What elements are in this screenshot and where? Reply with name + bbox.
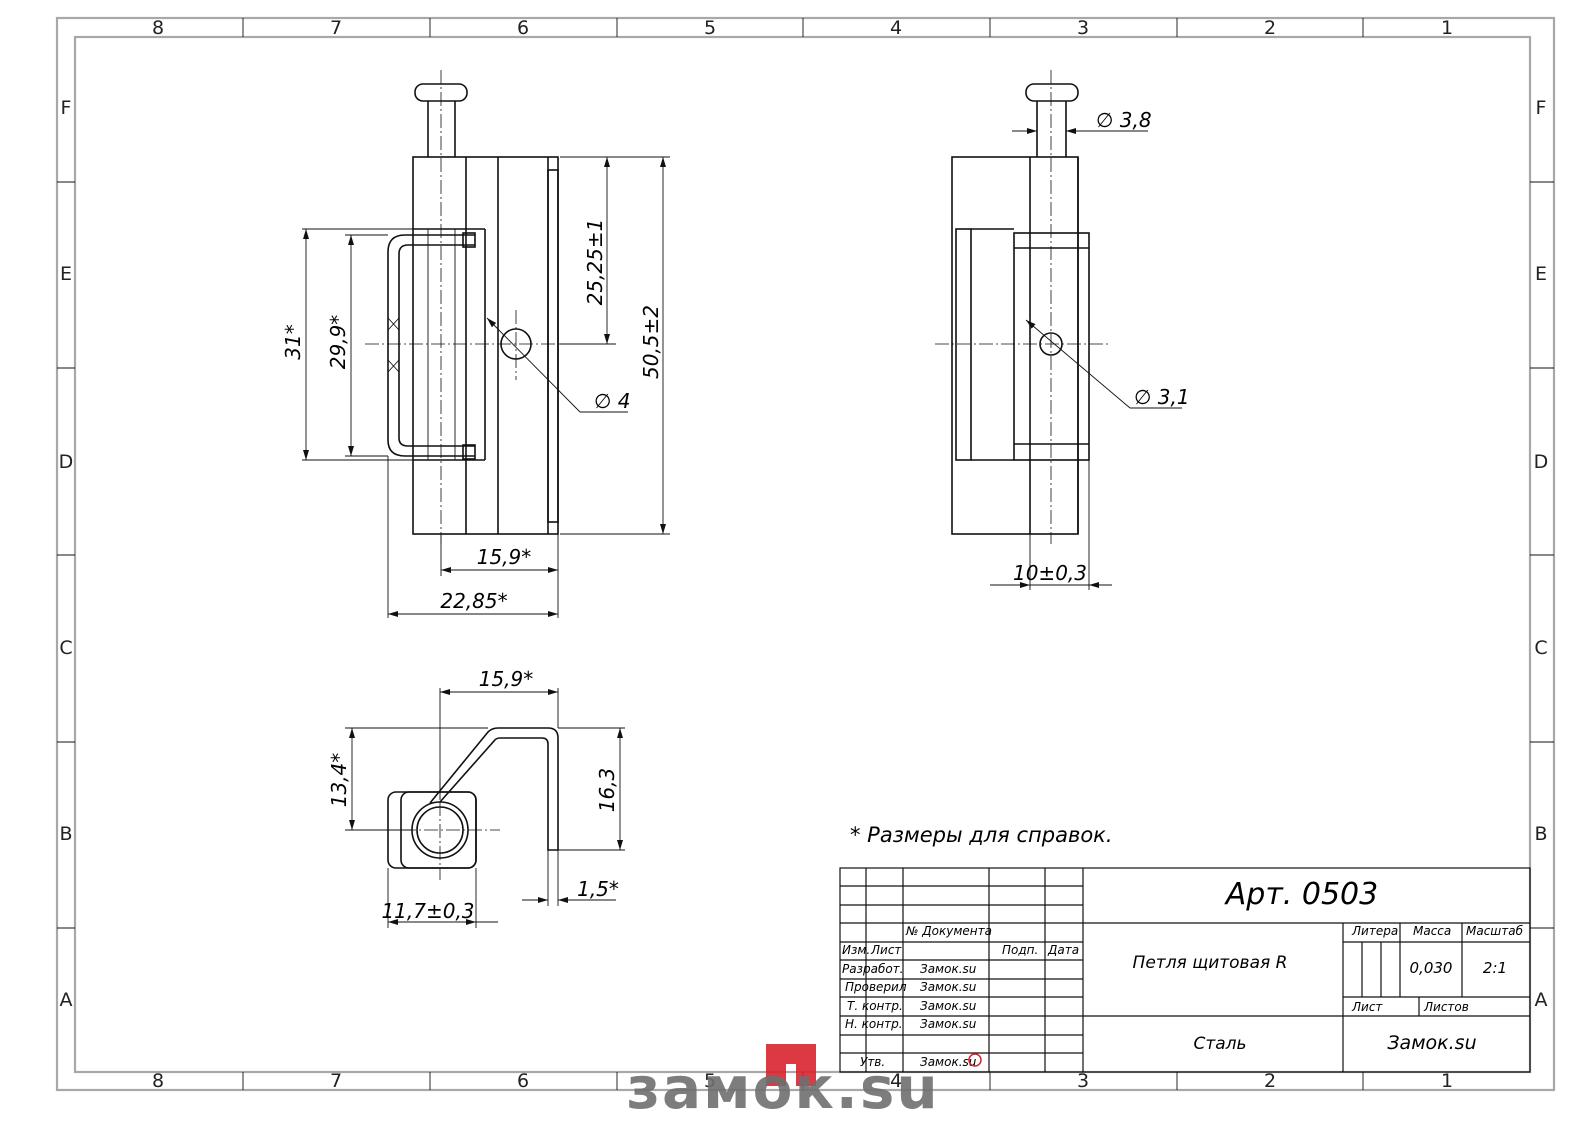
row-labels-left: F E D C B A: [59, 97, 74, 1011]
dim-top-15-9: 15,9*: [479, 667, 534, 691]
row-labels-right: F E D C B A: [1534, 97, 1549, 1011]
sheet-label: Лист: [1351, 1000, 1383, 1014]
signature-name: Замок.su: [920, 1017, 977, 1031]
signature-name: Замок.su: [920, 980, 977, 994]
scale-value: 2:1: [1483, 959, 1507, 977]
dim-11-7: 11,7±0,3: [381, 899, 474, 923]
column-labels-top: 8 7 6 5 4 3 2 1: [152, 17, 1453, 39]
row-label: C: [1534, 637, 1547, 659]
signature-name: Замок.su: [920, 999, 977, 1013]
row-label: C: [59, 637, 72, 659]
company-name: Замок.su: [1387, 1032, 1476, 1054]
drawing-frame: [55, 16, 1556, 1092]
izm-header: Изм.: [842, 943, 870, 957]
signature-role: Утв.: [860, 1055, 885, 1069]
row-label: D: [59, 451, 74, 473]
part-name: Петля щитовая R: [1133, 953, 1288, 973]
col-label: 5: [704, 1070, 716, 1092]
dim-25-25: 25,25±1: [583, 219, 607, 306]
reference-note: * Размеры для справок.: [850, 823, 1113, 847]
dim-31: 31*: [281, 324, 305, 359]
dim-50-5: 50,5±2: [639, 305, 663, 379]
list-header: Лист: [870, 943, 902, 957]
top-view: [380, 727, 559, 880]
row-label: F: [61, 97, 72, 119]
signature-role: Т. контр.: [847, 999, 903, 1013]
dim-15-9: 15,9*: [477, 545, 532, 569]
dim-diameter-3-1: ∅ 3,1: [1134, 385, 1190, 409]
col-label: 6: [517, 17, 529, 39]
column-labels-bottom: 8 7 6 5 4 3 2 1: [152, 1070, 1453, 1092]
row-label: B: [59, 823, 72, 845]
masshtab-label: Масштаб: [1466, 924, 1524, 938]
col-label: 1: [1441, 1070, 1453, 1092]
signature-role: Н. контр.: [845, 1017, 903, 1031]
col-label: 7: [330, 17, 342, 39]
doc-number-header: № Документа: [905, 924, 992, 938]
side-view-dimensions: ∅ 3,8 ∅ 3,1 10±0,3: [990, 108, 1190, 590]
sheets-label: Листов: [1423, 1000, 1469, 1014]
side-view: [935, 70, 1110, 544]
col-label: 5: [704, 17, 716, 39]
material: Сталь: [1193, 1034, 1246, 1054]
signature-name: Замок.su: [920, 1055, 977, 1069]
dim-22-85: 22,85*: [440, 589, 507, 613]
row-label: E: [1535, 263, 1547, 285]
litera-label: Литера: [1351, 924, 1398, 938]
signature-name: Замок.su: [920, 962, 977, 976]
title-block: Арт. 0503 Петля щитовая R Сталь Замок.su…: [839, 867, 1531, 1073]
col-label: 3: [1077, 17, 1089, 39]
row-label: A: [1535, 989, 1548, 1011]
dim-13-4: 13,4*: [327, 753, 351, 808]
col-label: 7: [330, 1070, 342, 1092]
row-label: F: [1536, 97, 1547, 119]
col-label: 2: [1264, 17, 1276, 39]
watermark-logo: замок.su: [626, 1044, 982, 1122]
col-label: 3: [1077, 1070, 1089, 1092]
col-label: 4: [890, 1070, 902, 1092]
row-label: B: [1534, 823, 1547, 845]
front-view: [365, 70, 560, 544]
article-number: Арт. 0503: [1224, 877, 1378, 912]
mass-value: 0,030: [1410, 959, 1453, 977]
dim-10: 10±0,3: [1013, 561, 1087, 585]
dim-1-5: 1,5*: [577, 877, 619, 901]
front-view-dimensions: 25,25±1 50,5±2 ∅ 4 31* 29,9* 15,9* 22,85…: [281, 156, 670, 618]
row-label: E: [60, 263, 72, 285]
dim-diameter-4: ∅ 4: [594, 389, 631, 413]
col-label: 8: [152, 17, 164, 39]
signature-role: Разработ.: [842, 962, 904, 976]
signature-role: Проверил: [845, 980, 907, 994]
dim-16-3: 16,3: [595, 768, 619, 813]
col-label: 6: [517, 1070, 529, 1092]
watermark-text: замок.su: [626, 1054, 939, 1122]
dim-29-9: 29,9*: [326, 315, 350, 370]
row-label: A: [60, 989, 73, 1011]
col-label: 8: [152, 1070, 164, 1092]
data-header: Дата: [1047, 943, 1079, 957]
top-view-dimensions: 15,9* 13,4* 16,3 1,5* 11,7±0,3: [327, 667, 625, 928]
podp-header: Подп.: [1002, 943, 1038, 957]
massa-label: Масса: [1413, 924, 1451, 938]
col-label: 2: [1264, 1070, 1276, 1092]
row-label: D: [1534, 451, 1549, 473]
col-label: 4: [890, 17, 902, 39]
col-label: 1: [1441, 17, 1453, 39]
dim-diameter-3-8: ∅ 3,8: [1096, 108, 1152, 132]
